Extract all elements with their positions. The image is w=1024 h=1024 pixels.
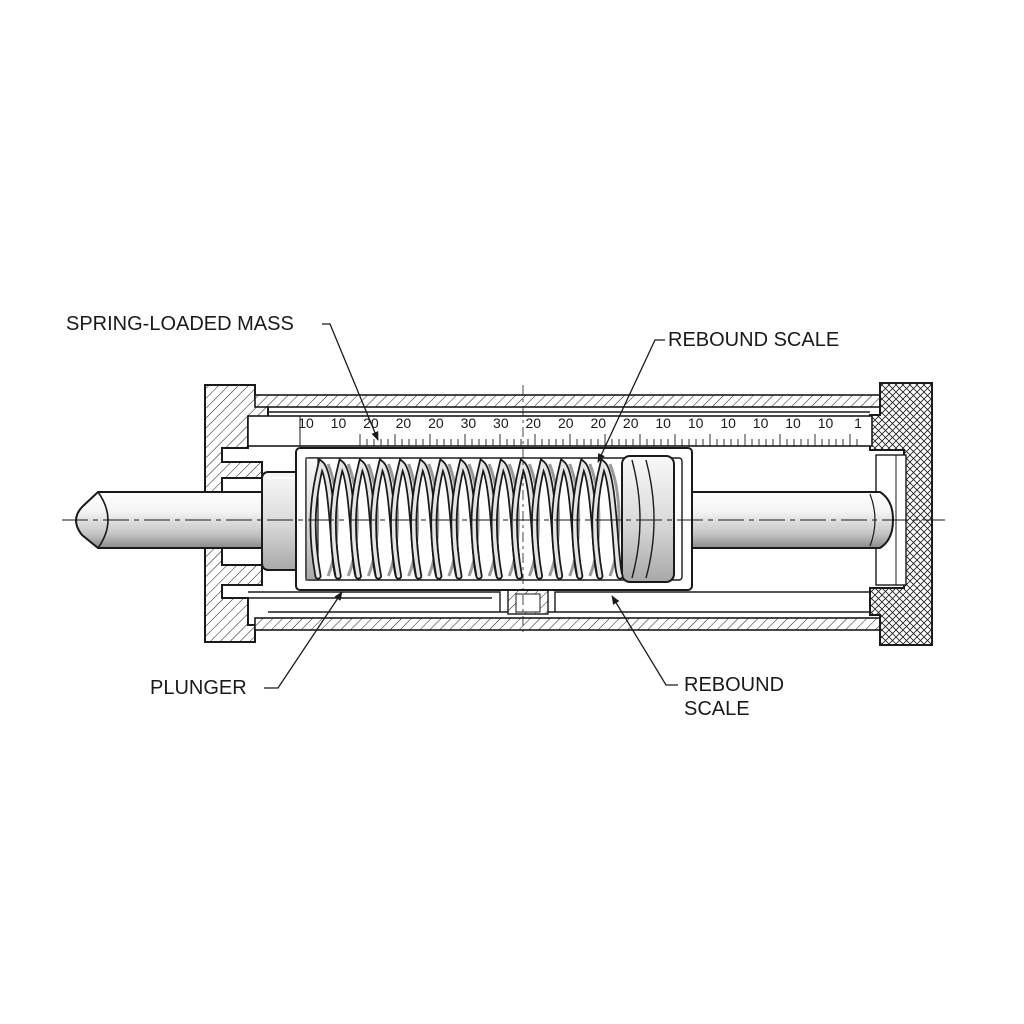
leader-spring-loaded-mass [322,323,379,441]
scale-tick-label: 20 [526,415,542,431]
label-spring-loaded-mass: SPRING-LOADED MASS [66,313,294,335]
scale-tick-label: 20 [558,415,574,431]
label-rebound-scale-bottom-line1: REBOUND [684,674,785,696]
scale-tick-label: 20 [590,415,606,431]
spring-coil-back [326,463,339,577]
scale-tick-label: 1 [854,415,862,431]
leader-rebound-scale-top [597,339,665,463]
spring-coil-highlight [593,460,622,578]
leader-rebound-scale-bottom [611,595,678,686]
leader-lines [264,323,678,689]
spring-coil-back [447,463,460,577]
scale-tick-label: 20 [396,415,412,431]
spring-coil-back [366,463,379,577]
scale-tick-label: 30 [461,415,477,431]
spring-coil [309,457,624,580]
scale-tick-label: 10 [818,415,834,431]
scale-tick-label: 30 [493,415,509,431]
scale-tick-label: 20 [428,415,444,431]
spring-coil-back [407,463,420,577]
scale-tick-label: 10 [655,415,671,431]
bottom-wall [254,617,881,631]
scale-tick-label: 10 [331,415,347,431]
scale-tick-label: 20 [623,415,639,431]
scale-tick-label: 10 [720,415,736,431]
top-wall [254,394,881,408]
label-rebound-scale-bottom: REBOUND SCALE [684,673,824,721]
label-plunger: PLUNGER [150,677,247,699]
scale-tick-label: 10 [753,415,769,431]
right-end-cap [869,382,933,646]
leader-plunger [264,591,343,689]
scale-tick-label: 10 [298,415,314,431]
scale-tick-label: 10 [785,415,801,431]
label-rebound-scale-top: REBOUND SCALE [668,329,840,351]
spring-coil-back [487,463,500,577]
label-rebound-scale-bottom-line2: SCALE [684,698,750,720]
scale-tick-label: 10 [688,415,704,431]
